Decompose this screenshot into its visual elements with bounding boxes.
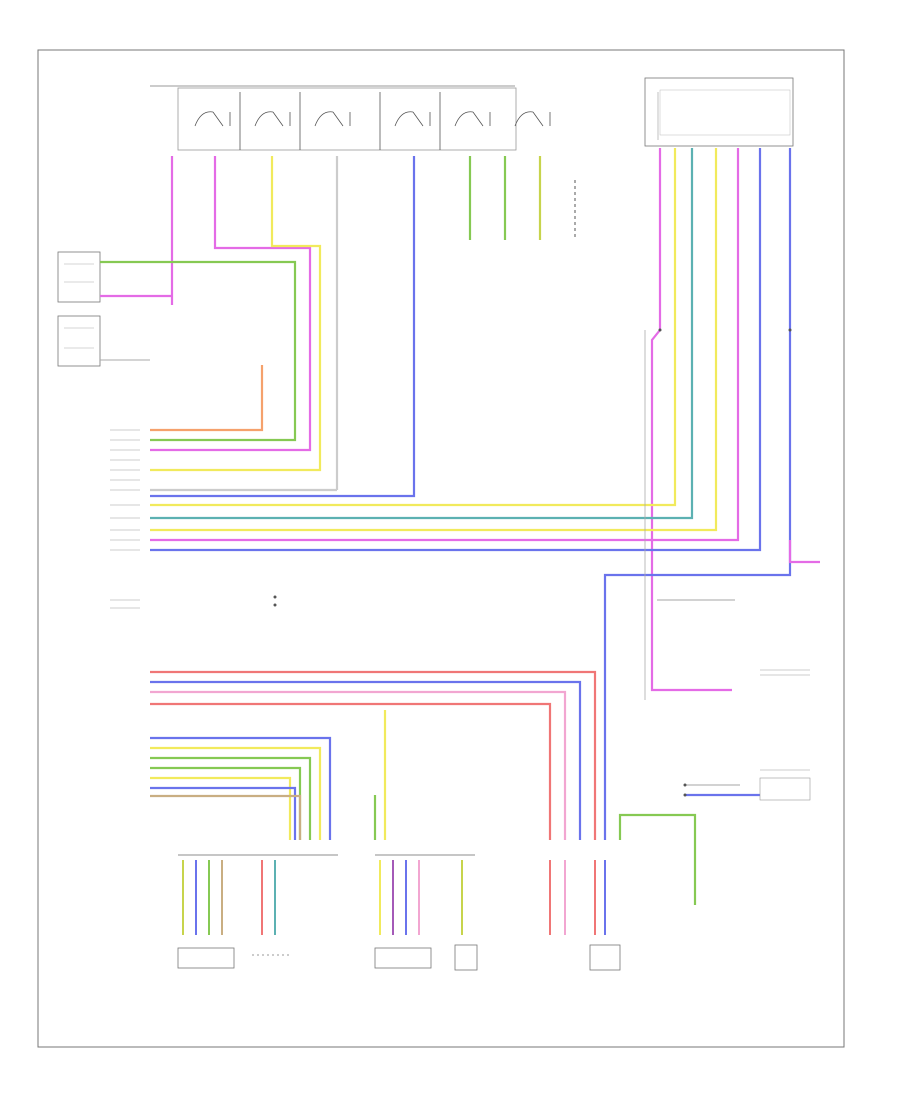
- right-side-modules: [759, 669, 811, 801]
- left-module-b: [57, 315, 101, 367]
- diagram-border: [37, 49, 845, 1048]
- right-module-outline: [644, 77, 794, 147]
- right-module-pin-block: [659, 89, 791, 136]
- transmission-switch-outline: [177, 87, 517, 151]
- right-lower-wires: [618, 784, 760, 905]
- right-vertical-wires: [150, 148, 820, 840]
- top-vertical-wires: [170, 156, 576, 490]
- bus-row-tags: [110, 429, 140, 609]
- bottom-module-1: [177, 947, 235, 969]
- connector-pins: [273, 328, 792, 797]
- left-module-a: [57, 251, 101, 303]
- bottom-module-4: [589, 944, 621, 971]
- right-module-lower: [759, 777, 811, 801]
- left-routing-wires: [100, 240, 416, 498]
- switch-contacts: [194, 92, 551, 150]
- transmission-switch-block: [150, 85, 551, 151]
- bottom-drop-wires: [182, 860, 696, 935]
- middle-bus-wires: [150, 670, 597, 840]
- bottom-modules: [177, 944, 621, 971]
- left-sensor-modules: [57, 251, 101, 367]
- right-top-module: [644, 77, 794, 147]
- lower-bus-wires: [150, 710, 387, 840]
- bottom-module-2: [374, 947, 432, 969]
- bottom-module-3: [454, 944, 478, 971]
